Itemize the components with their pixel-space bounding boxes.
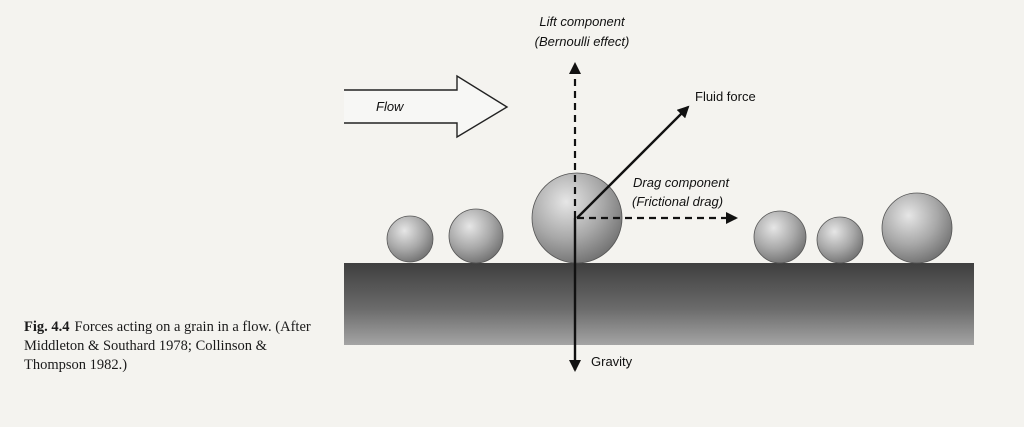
flow-label: Flow xyxy=(376,99,405,114)
grain xyxy=(448,208,504,264)
figure-label: Fig. 4.4 xyxy=(24,319,70,335)
grain xyxy=(816,216,864,264)
lift-label: Lift component xyxy=(539,14,626,29)
grain xyxy=(881,192,953,264)
grain xyxy=(386,215,434,263)
gravity-label: Gravity xyxy=(591,354,633,369)
drag-sublabel: (Frictional drag) xyxy=(632,194,723,209)
grain xyxy=(753,210,807,264)
drag-label: Drag component xyxy=(633,175,730,190)
fluid-force-label: Fluid force xyxy=(695,89,756,104)
flow-arrow xyxy=(344,74,509,139)
caption-text: Forces acting on a grain in a flow. (Aft… xyxy=(24,319,311,373)
lift-sublabel: (Bernoulli effect) xyxy=(535,34,630,49)
sediment-bed xyxy=(344,263,974,345)
fluid-force-arrow xyxy=(576,105,690,219)
